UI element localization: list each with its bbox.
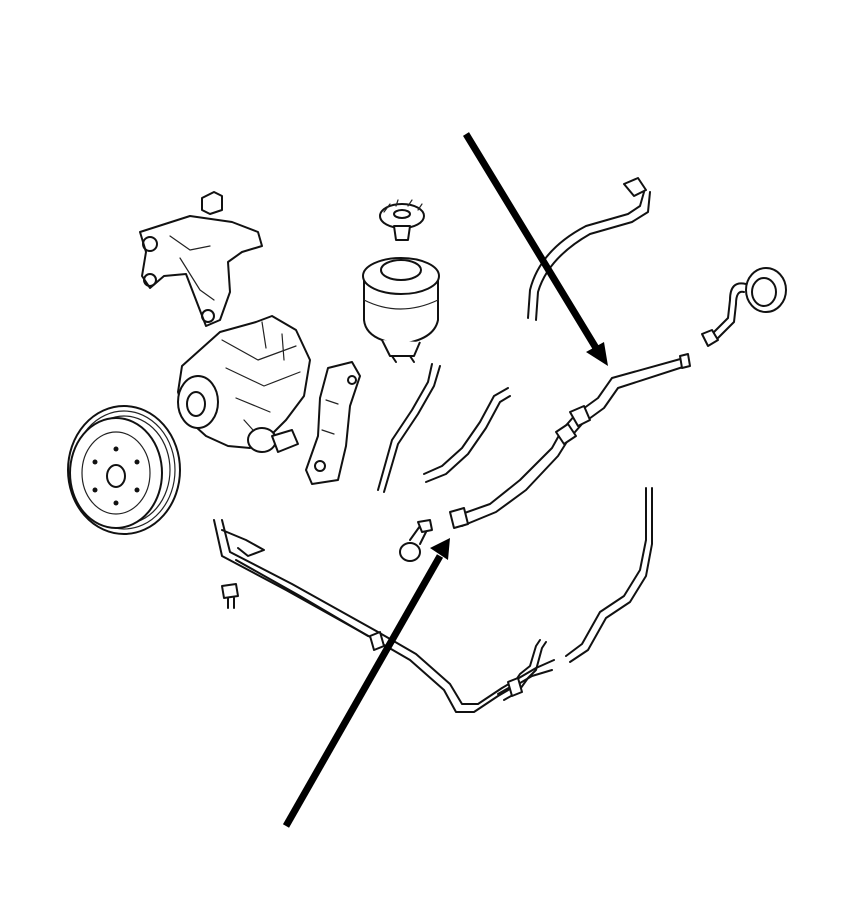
cooler-coil-icon [701, 267, 787, 347]
banjo-fitting-icon [399, 519, 433, 562]
bracket-icon [139, 191, 263, 327]
pulley-icon [67, 405, 181, 535]
return-hose-top-icon [527, 177, 651, 321]
pump-icon [177, 315, 311, 453]
callout-arrow-bottom [282, 538, 450, 828]
center-hose-right-icon [423, 387, 511, 483]
callout-arrow-top [463, 132, 608, 366]
pressure-hose-icon [449, 353, 691, 529]
bolt-icon [221, 583, 239, 609]
lower-right-hose-icon [565, 487, 653, 663]
reservoir-icon [362, 257, 440, 363]
return-line-icon [213, 519, 555, 713]
center-hose-left-icon [377, 363, 441, 493]
cap-icon [379, 199, 425, 241]
support-bracket-icon [305, 361, 361, 485]
